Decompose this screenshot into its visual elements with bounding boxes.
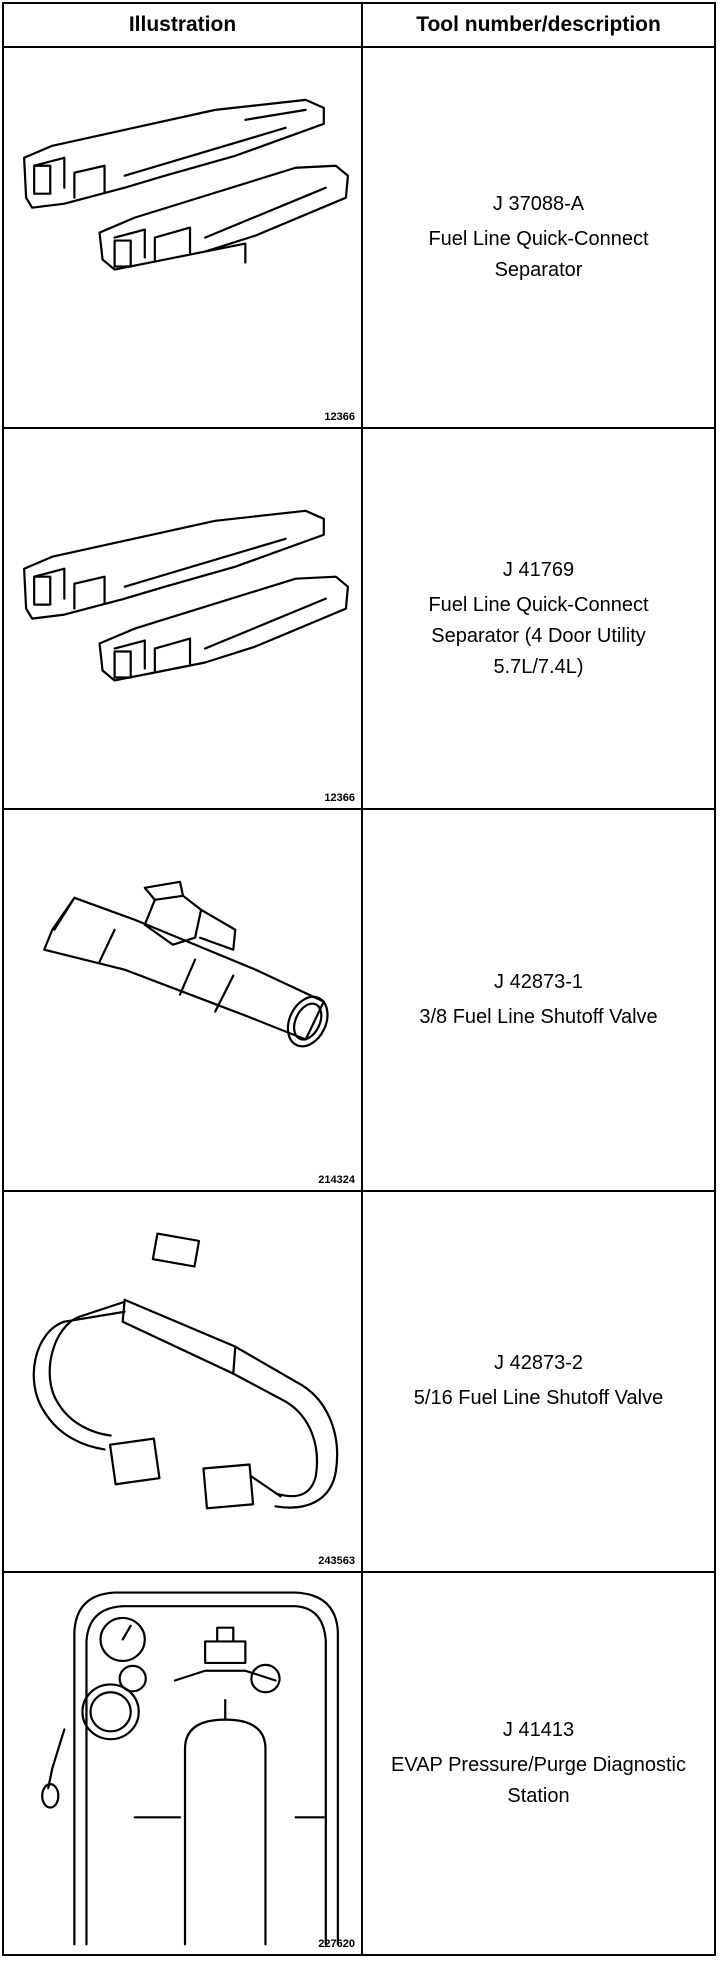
tool-description-cell: J 41413 EVAP Pressure/Purge Diagnostic S… [363,1573,714,1954]
tool-description: 3/8 Fuel Line Shutoff Valve [419,1005,658,1028]
tool-number: J 42873-1 [494,970,583,993]
tool-description-cell: J 42873-1 3/8 Fuel Line Shutoff Valve [363,810,714,1192]
tool-number: J 42873-2 [494,1352,583,1375]
figure-id: 214324 [318,1173,355,1186]
header-illustration: Illustration [4,4,363,48]
illustration-cell: 243563 [4,1191,363,1573]
shutoff-valve-hose-icon [32,1232,339,1509]
quick-connect-separator-icon [23,509,350,682]
tool-description: EVAP Pressure/Purge Diagnostic Station [391,1753,686,1807]
tool-number: J 37088-A [492,193,585,216]
header-tool-description: Tool number/description [363,4,714,48]
quick-connect-separator-icon [23,98,350,271]
figure-id: 12366 [324,792,355,805]
tool-number: J 41769 [502,558,575,581]
illustration-cell: 12366 [4,48,363,430]
evap-station-icon [41,1591,339,1946]
tool-description: 5/16 Fuel Line Shutoff Valve [413,1387,664,1410]
tool-description: Fuel Line Quick-Connect Separator (4 Doo… [428,593,649,678]
tool-number: J 41413 [502,1718,575,1741]
illustration-cell: 12366 [4,429,363,811]
illustration-cell: 227620 [4,1572,363,1954]
tool-description-cell: J 41769 Fuel Line Quick-Connect Separato… [363,429,714,811]
tool-description-cell: J 42873-2 5/16 Fuel Line Shutoff Valve [363,1192,714,1573]
figure-id: 227620 [318,1938,355,1950]
figure-id: 12366 [324,411,355,424]
tool-description-cell: J 37088-A Fuel Line Quick-Connect Separa… [363,48,714,430]
shutoff-valve-icon [43,881,329,1048]
figure-id: 243563 [318,1554,355,1567]
tool-description: Fuel Line Quick-Connect Separator [428,228,649,282]
illustration-cell: 214324 [4,810,363,1192]
